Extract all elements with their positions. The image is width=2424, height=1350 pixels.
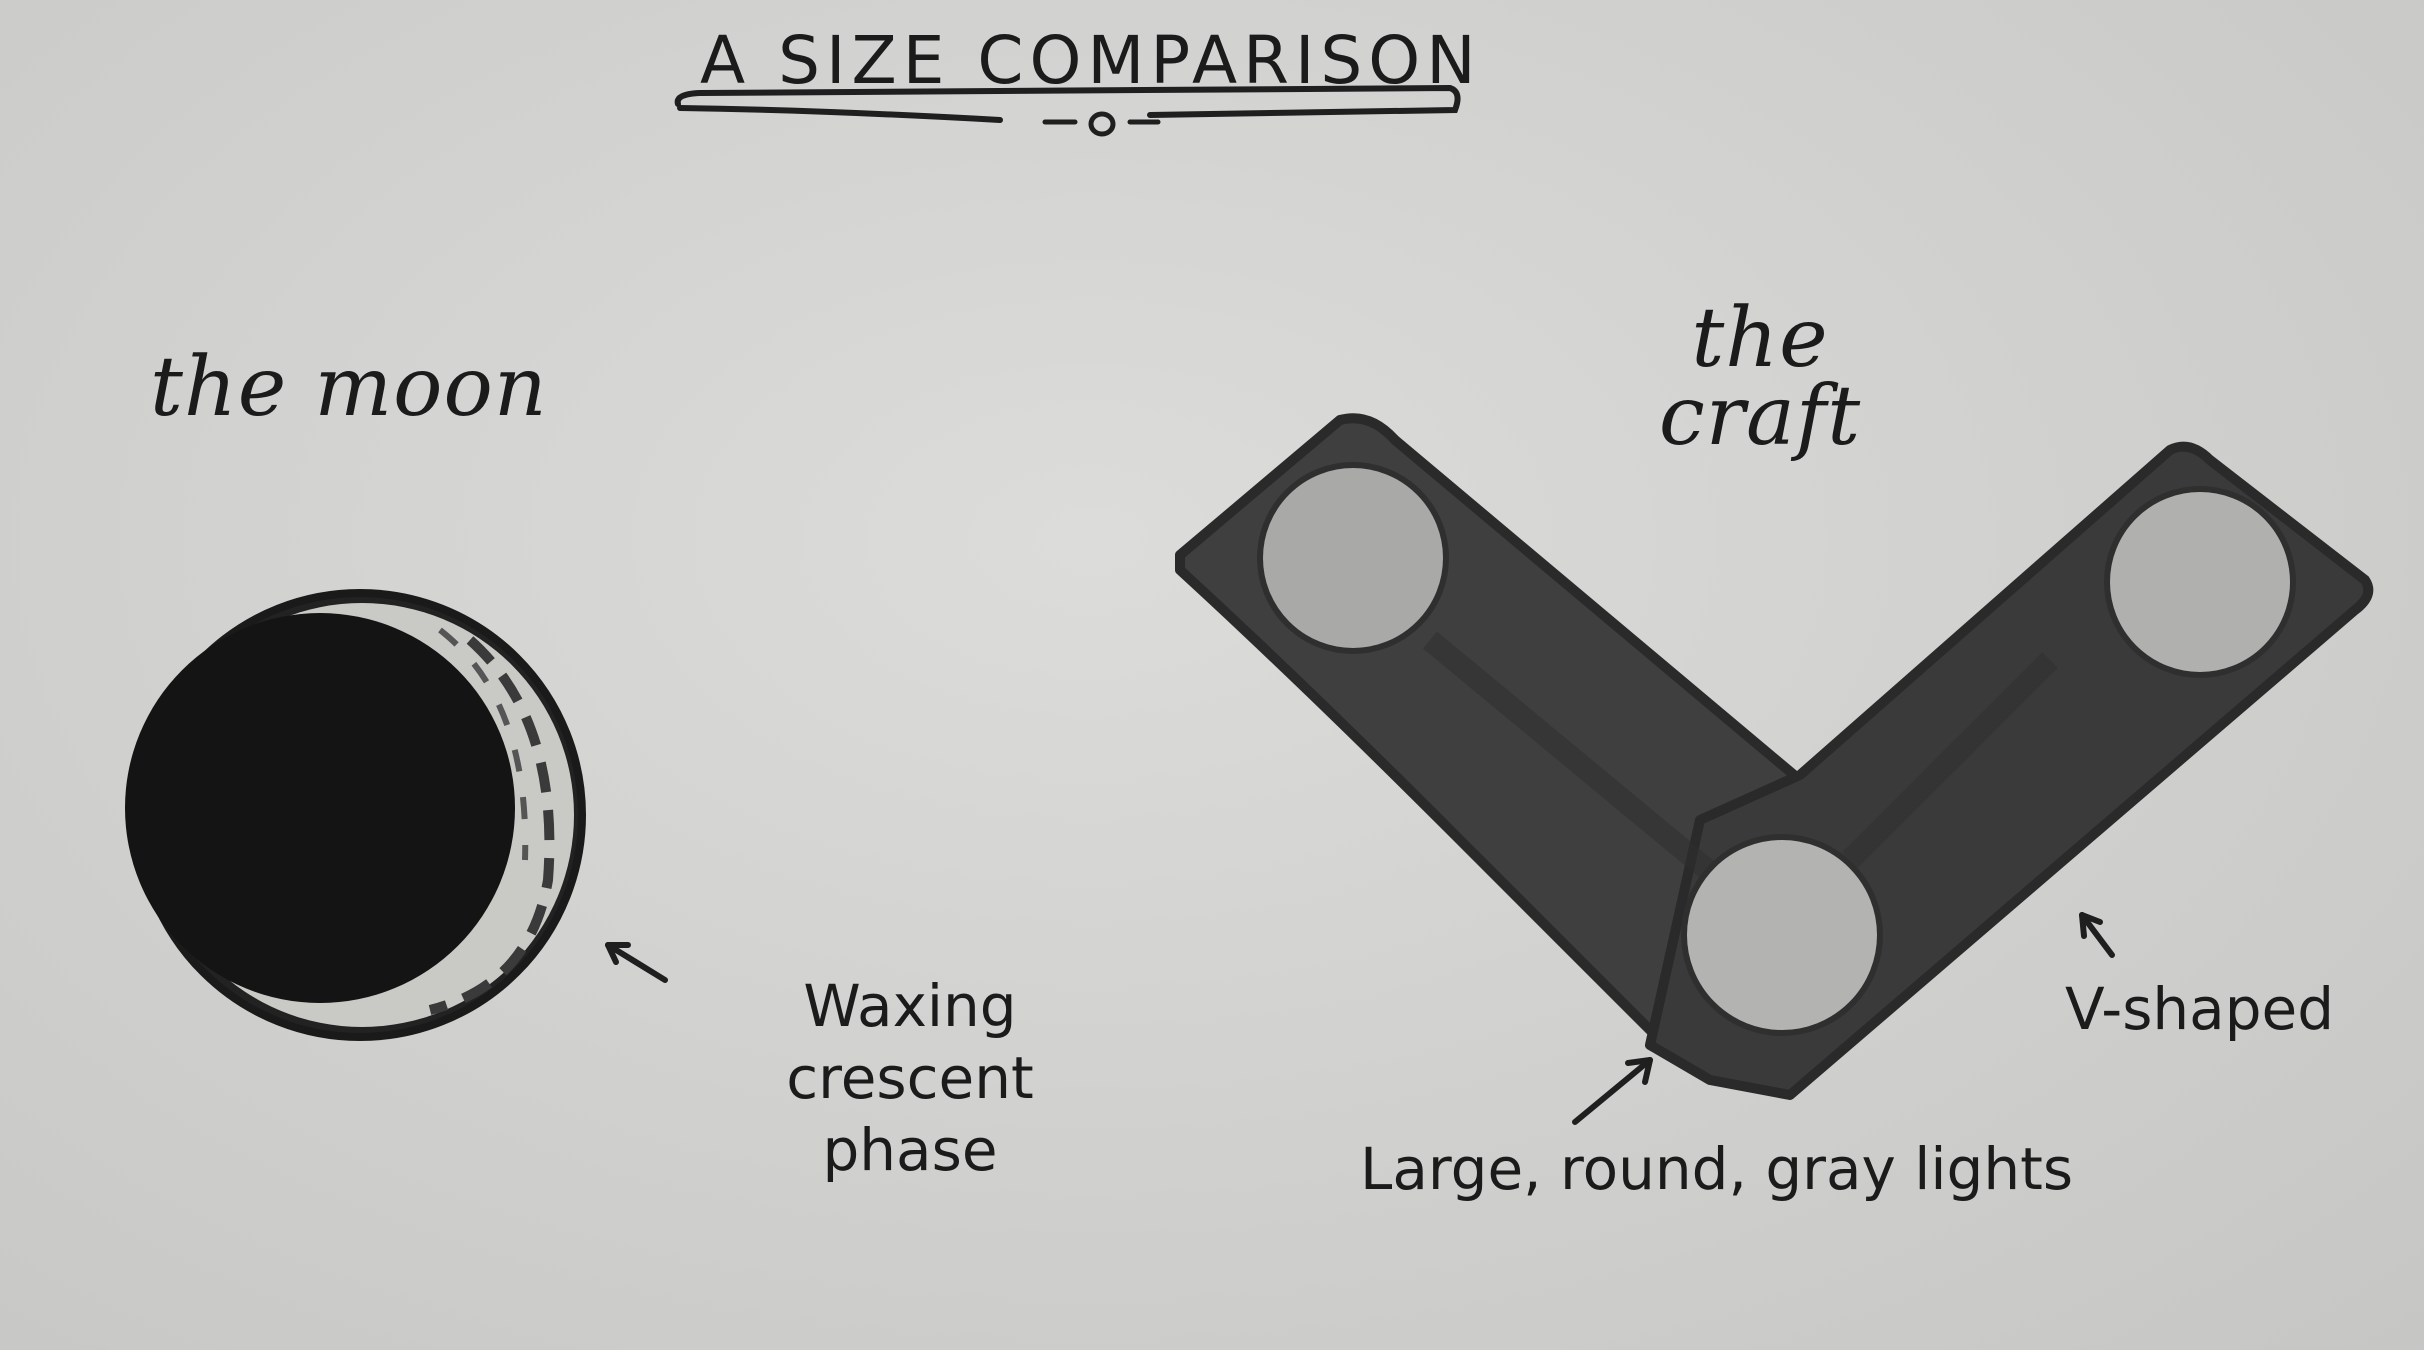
craft-light-left: [1260, 465, 1446, 651]
moon-phase-note: Waxing crescent phase: [690, 970, 1130, 1186]
moon-drawing: [125, 593, 582, 1037]
moon-note-arrow: [608, 945, 665, 980]
craft-label: the craft: [1640, 300, 1880, 456]
craft-light-center: [1684, 837, 1880, 1033]
lights-note: Large, round, gray lights: [1360, 1135, 2073, 1203]
moon-dark-side: [125, 613, 515, 1003]
page-title: A SIZE COMPARISON: [700, 22, 1460, 99]
shape-note-arrow: [2082, 915, 2112, 955]
lights-note-arrow: [1575, 1060, 1650, 1122]
craft-light-right: [2107, 489, 2293, 675]
moon-label: the moon: [150, 340, 548, 435]
shape-note: V-shaped: [2065, 975, 2334, 1043]
